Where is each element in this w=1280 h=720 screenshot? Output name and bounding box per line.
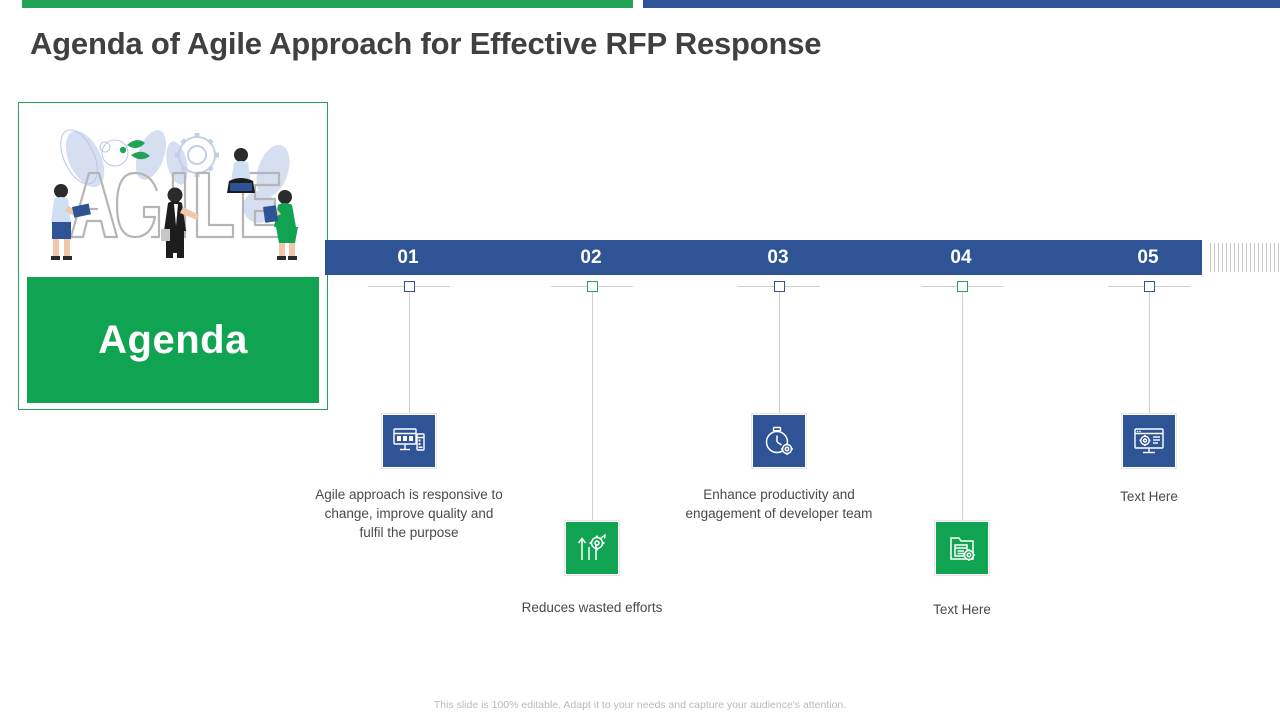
caption-01: Agile approach is responsive to change, … <box>315 487 503 540</box>
node-marker-04[interactable] <box>957 281 968 292</box>
top-accent-bar-blue <box>643 0 1280 8</box>
caption-02: Reduces wasted efforts <box>521 600 663 615</box>
document-gear-icon <box>946 532 978 564</box>
timeline-number-05: 05 <box>1137 247 1159 268</box>
agenda-green-panel: Agenda <box>27 277 319 403</box>
desktop-mobile-icon <box>392 426 426 456</box>
caption-05: Text Here <box>1120 489 1178 504</box>
node-vline-04 <box>962 292 963 520</box>
top-accent-bar-green <box>22 0 633 8</box>
timeline-stripes-decoration <box>1210 243 1280 272</box>
footer-note: This slide is 100% editable. Adapt it to… <box>433 699 847 711</box>
timeline-number-03: 03 <box>767 247 789 268</box>
icon-tile-04[interactable] <box>934 520 990 576</box>
timeline-number-02: 02 <box>580 247 602 268</box>
timeline-number-01: 01 <box>397 247 419 268</box>
agenda-label: Agenda <box>98 317 248 362</box>
node-vline-01 <box>409 292 410 414</box>
growth-gear-icon <box>576 532 608 564</box>
timeline-number-04: 04 <box>950 247 972 268</box>
caption-04: Text Here <box>933 602 991 617</box>
node-vline-03 <box>779 292 780 414</box>
node-marker-05[interactable] <box>1144 281 1155 292</box>
icon-tile-01[interactable] <box>381 413 437 469</box>
agile-illustration <box>27 111 319 275</box>
icon-tile-03[interactable] <box>751 413 807 469</box>
node-marker-03[interactable] <box>774 281 785 292</box>
timeline-bar <box>325 240 1202 275</box>
agenda-card: Agenda <box>18 102 328 410</box>
node-vline-02 <box>592 292 593 520</box>
node-marker-01[interactable] <box>404 281 415 292</box>
caption-03: Enhance productivity and engagement of d… <box>685 487 873 521</box>
node-vline-05 <box>1149 292 1150 414</box>
icon-tile-05[interactable] <box>1121 413 1177 469</box>
node-marker-02[interactable] <box>587 281 598 292</box>
stopwatch-gear-icon <box>763 425 795 457</box>
icon-tile-02[interactable] <box>564 520 620 576</box>
page-title: Agenda of Agile Approach for Effective R… <box>30 26 822 61</box>
monitor-gear-icon <box>1132 426 1166 456</box>
